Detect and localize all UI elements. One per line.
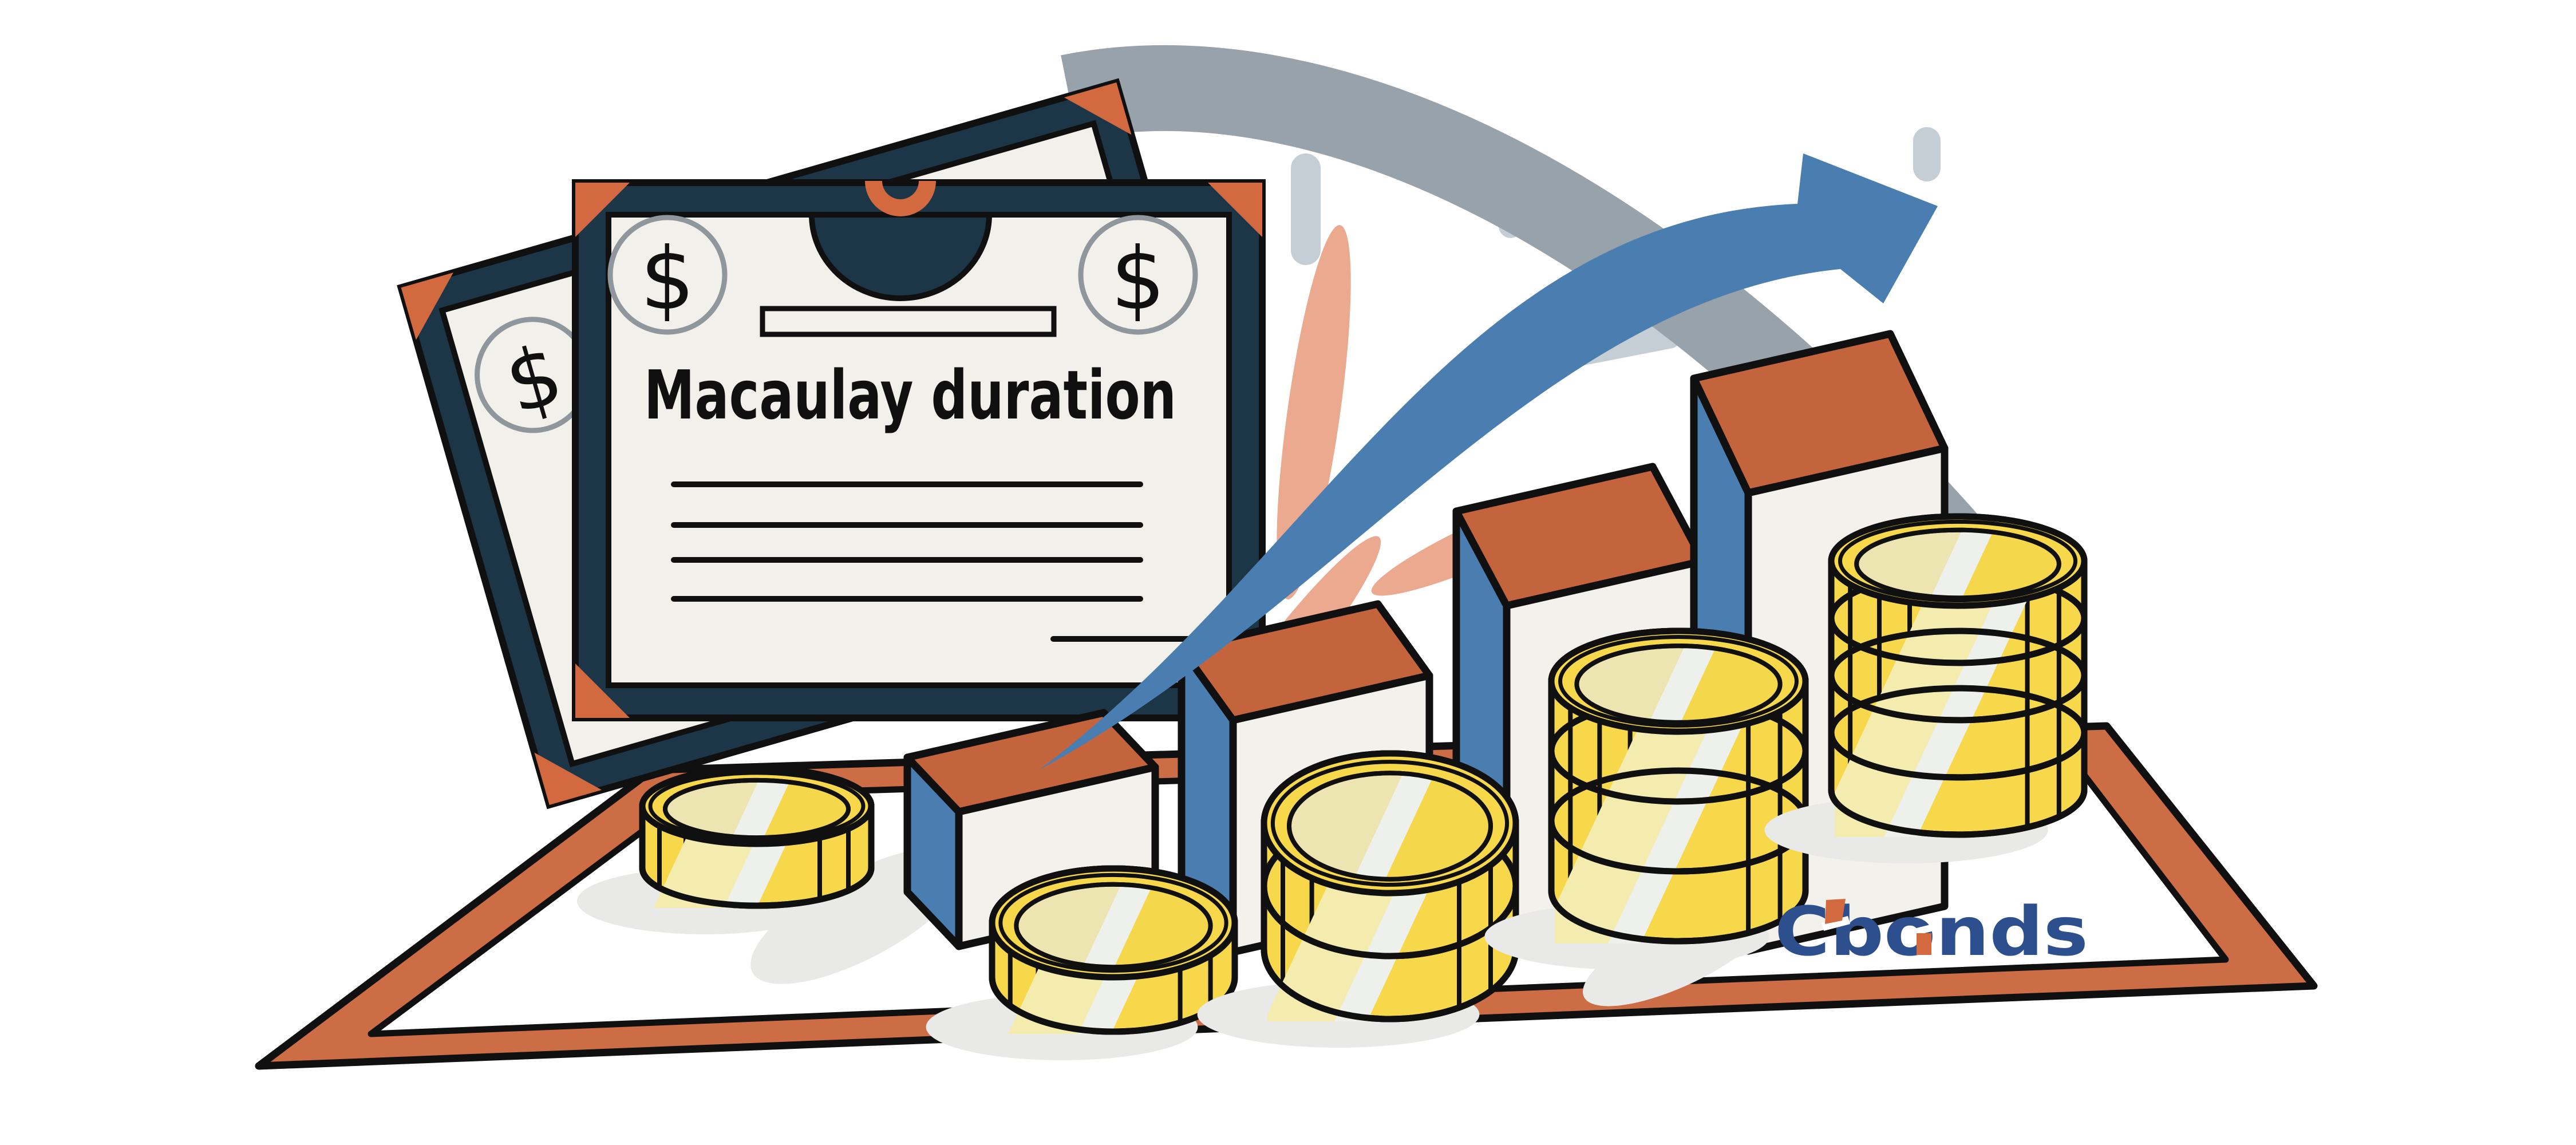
coin-rim-line bbox=[1270, 760, 1510, 887]
coin-face-outline bbox=[1854, 527, 2061, 601]
clock-tick-icon bbox=[1913, 127, 1941, 181]
coin-face-outline bbox=[1287, 771, 1493, 882]
logo-accent bbox=[1917, 933, 1931, 955]
coin-rim-line bbox=[1838, 519, 2078, 603]
certificate-front: $ $ Macaulay duration bbox=[572, 179, 1266, 721]
coin-stack bbox=[1197, 750, 1519, 1048]
title-box bbox=[760, 306, 1057, 337]
logo-accent bbox=[1822, 916, 1850, 931]
coin-outline bbox=[1828, 627, 2088, 781]
corner-ornament bbox=[575, 664, 630, 718]
logo-accent bbox=[1825, 899, 1846, 924]
certificate-title: Macaulay duration bbox=[644, 356, 1176, 435]
growth-arrow-icon bbox=[1039, 153, 1938, 770]
coin-outline bbox=[1828, 685, 2088, 838]
coin-outline bbox=[1548, 767, 1809, 945]
corner-ornament bbox=[1208, 183, 1262, 237]
coin-shine bbox=[1835, 561, 2081, 837]
dollar-medallion-icon bbox=[607, 215, 728, 335]
coin-stack bbox=[926, 865, 1238, 1060]
seal-ring-icon bbox=[865, 181, 936, 216]
coin-rim-line bbox=[1558, 635, 1799, 728]
clock-hand-icon bbox=[1277, 225, 1351, 599]
coin-stack bbox=[1484, 627, 1809, 970]
logo-accent bbox=[1914, 923, 1938, 935]
cbonds-logo: Cbonds bbox=[1775, 892, 2088, 971]
coin-face-outline bbox=[663, 777, 851, 840]
coin-face-outline bbox=[1014, 882, 1213, 970]
dollar-sign: $ bbox=[1111, 230, 1165, 329]
dollar-sign: $ bbox=[640, 230, 694, 329]
corner-ornament bbox=[534, 752, 602, 805]
coin-face-shine bbox=[1893, 530, 2059, 598]
coin-stack bbox=[577, 765, 875, 934]
coin-shine bbox=[1267, 823, 1512, 1021]
coin-stack bbox=[1764, 513, 2088, 863]
coin-face-outline bbox=[1574, 643, 1783, 725]
dollar-medallion-icon bbox=[1078, 215, 1198, 335]
coin-shine bbox=[1555, 681, 1802, 943]
corner-ornament bbox=[401, 273, 453, 340]
text-lines bbox=[671, 481, 1211, 642]
coin-rim-line bbox=[998, 872, 1228, 973]
coin-face-shine bbox=[700, 780, 848, 838]
clock-tick-icon bbox=[1291, 153, 1321, 265]
corner-ornament bbox=[575, 183, 630, 237]
corner-ornament bbox=[1064, 82, 1132, 135]
coin-stacks bbox=[577, 513, 2088, 1060]
ribbon-seal-icon bbox=[808, 212, 993, 301]
